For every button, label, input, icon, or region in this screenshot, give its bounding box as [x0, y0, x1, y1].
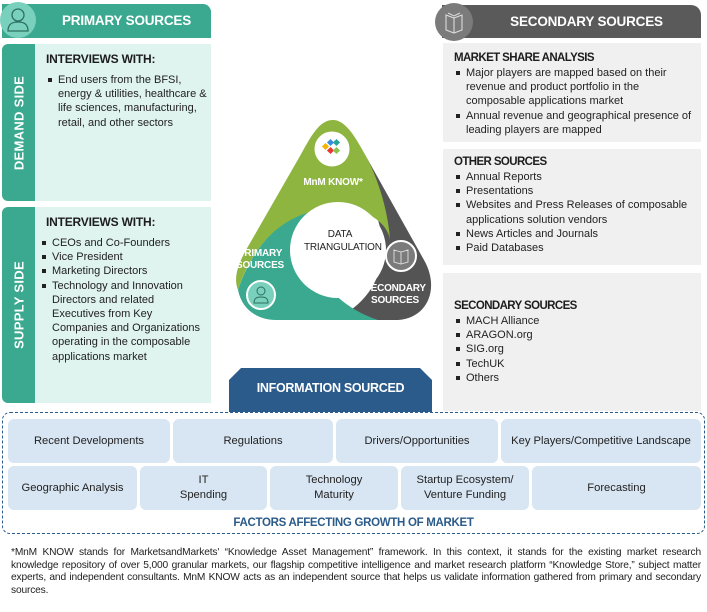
list-item: TechUK — [454, 357, 694, 371]
secondary-sources-header: SECONDARY SOURCES — [442, 5, 701, 38]
list-item: ARAGON.org — [454, 328, 694, 342]
data-triangulation-label: DATA TRIANGULATION — [304, 229, 382, 253]
factor-drivers-opportunities: Drivers/Opportunities — [336, 419, 498, 463]
information-sourced-label: INFORMATION SOURCED — [256, 381, 405, 395]
factor-forecasting: Forecasting — [532, 466, 701, 510]
list-item: Annual revenue and geographical presence… — [454, 109, 699, 137]
factor-geographic-analysis: Geographic Analysis — [8, 466, 137, 510]
factor-regulations: Regulations — [173, 419, 333, 463]
center-circle — [290, 202, 386, 298]
list-item: Technology and Innovation Directors and … — [40, 279, 210, 364]
other-sources-box: OTHER SOURCES Annual Reports Presentatio… — [443, 149, 701, 265]
mnm-know-label: MnM KNOW* — [303, 177, 363, 188]
secondary-sources-label: SECONDARY SOURCES — [364, 283, 426, 306]
list-item: Paid Databases — [454, 241, 700, 255]
market-share-analysis-title: MARKET SHARE ANALYSIS — [454, 52, 595, 64]
secondary-sources-list: MACH Alliance ARAGON.org SIG.org TechUK … — [454, 314, 694, 385]
secondary-sources-list-title: SECONDARY SOURCES — [454, 300, 577, 312]
list-item: Marketing Directors — [40, 264, 210, 278]
supply-interviews-title: INTERVIEWS WITH: — [46, 215, 156, 229]
factors-caption: FACTORS AFFECTING GROWTH OF MARKET — [233, 517, 474, 529]
demand-list: End users from the BFSI, energy & utilit… — [46, 73, 208, 130]
market-share-analysis-box: MARKET SHARE ANALYSIS Major players are … — [443, 43, 701, 142]
person-icon — [0, 2, 36, 38]
demand-side-label: DEMAND SIDE — [11, 75, 26, 170]
supply-side-tab: SUPPLY SIDE — [2, 207, 35, 403]
factor-recent-developments: Recent Developments — [8, 419, 170, 463]
footnote: *MnM KNOW stands for MarketsandMarkets' … — [11, 547, 701, 596]
mnm-logo-icon — [321, 138, 341, 155]
supply-side-label: SUPPLY SIDE — [11, 261, 26, 349]
primary-sources-label: PRIMARY SOURCES — [235, 248, 285, 271]
factor-key-players: Key Players/Competitive Landscape — [501, 419, 701, 463]
secondary-sources-title: SECONDARY SOURCES — [510, 14, 663, 29]
book-icon — [435, 3, 473, 41]
other-sources-list: Annual Reports Presentations Websites an… — [454, 170, 700, 255]
supply-side-panel: INTERVIEWS WITH: CEOs and Co-Founders Vi… — [35, 207, 211, 403]
list-item: MACH Alliance — [454, 314, 694, 328]
market-share-list: Major players are mapped based on their … — [454, 66, 699, 137]
factor-it-spending: IT Spending — [140, 466, 267, 510]
supply-list: CEOs and Co-Founders Vice President Mark… — [40, 236, 210, 364]
list-item: Websites and Press Releases of composabl… — [454, 198, 700, 226]
data-triangulation-diagram: MnM KNOW* PRIMARY SOURCES SECONDARY SOUR… — [228, 100, 438, 325]
information-sourced-tab: INFORMATION SOURCED — [229, 368, 432, 412]
list-item: End users from the BFSI, energy & utilit… — [46, 73, 208, 130]
list-item: SIG.org — [454, 342, 694, 356]
list-item: Vice President — [40, 250, 210, 264]
factor-technology-maturity: Technology Maturity — [270, 466, 398, 510]
demand-side-panel: INTERVIEWS WITH: End users from the BFSI… — [35, 44, 211, 201]
list-item: Major players are mapped based on their … — [454, 66, 699, 109]
secondary-sources-list-box: SECONDARY SOURCES MACH Alliance ARAGON.o… — [443, 273, 701, 411]
demand-side-tab: DEMAND SIDE — [2, 44, 35, 201]
demand-interviews-title: INTERVIEWS WITH: — [46, 52, 156, 66]
factors-panel: Recent Developments Regulations Drivers/… — [2, 412, 705, 534]
primary-sources-header: PRIMARY SOURCES — [2, 4, 211, 38]
list-item: Presentations — [454, 184, 700, 198]
list-item: Others — [454, 371, 694, 385]
list-item: News Articles and Journals — [454, 227, 700, 241]
list-item: CEOs and Co-Founders — [40, 236, 210, 250]
list-item: Annual Reports — [454, 170, 700, 184]
factor-startup-ecosystem: Startup Ecosystem/ Venture Funding — [401, 466, 529, 510]
primary-sources-title: PRIMARY SOURCES — [61, 13, 192, 28]
other-sources-title: OTHER SOURCES — [454, 156, 547, 168]
mnm-know-segment — [236, 120, 390, 290]
